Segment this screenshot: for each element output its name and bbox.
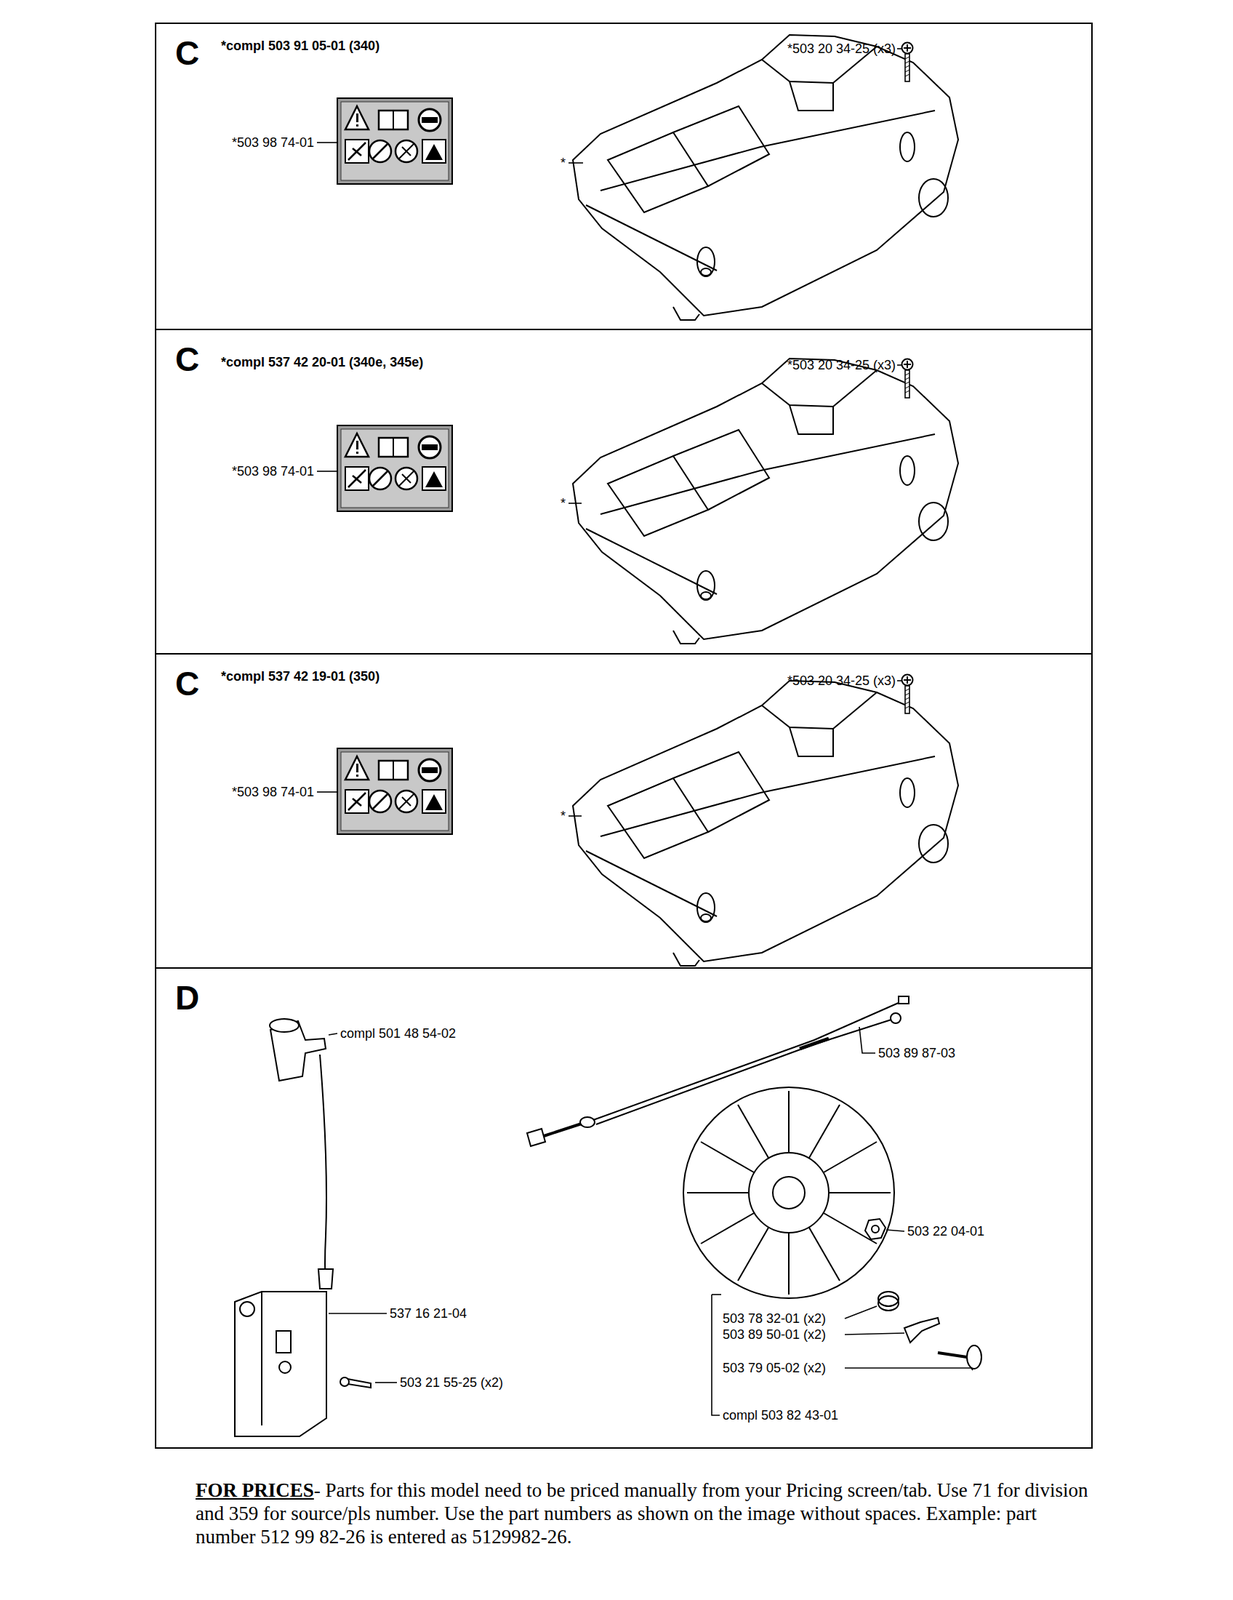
section-panel: C [154, 328, 1093, 655]
assembly-number: *compl 503 91 05-01 (340) [221, 37, 380, 54]
part-number: 503 22 04-01 [907, 1222, 985, 1239]
section-letter: C [175, 664, 200, 703]
part-number: 503 89 50-01 (x2) [722, 1326, 826, 1343]
part-number: 503 89 87-03 [878, 1044, 956, 1061]
callout-mark: * [560, 807, 566, 824]
callout-mark: * [560, 154, 566, 171]
part-number: *503 98 74-01 [231, 783, 315, 800]
part-number: *503 98 74-01 [231, 134, 315, 151]
part-number: 537 16 21-04 [389, 1304, 467, 1321]
assembly-number: *compl 537 42 19-01 (350) [221, 668, 380, 685]
assembly-number: *compl 537 42 20-01 (340e, 345e) [221, 354, 424, 371]
note-text: - Parts for this model need to be priced… [195, 1478, 1089, 1548]
assembly-number: compl 503 82 43-01 [722, 1406, 839, 1423]
section-letter: D [175, 978, 200, 1017]
part-number: compl 501 48 54-02 [340, 1025, 456, 1042]
part-number: *503 20 34-25 (x3) [787, 40, 896, 57]
section-letter: C [175, 340, 200, 379]
section-panel: D [154, 966, 1093, 1449]
pricing-note: FOR PRICES- Parts for this model need to… [195, 1478, 1090, 1549]
part-number: *503 20 34-25 (x3) [787, 672, 896, 689]
part-number: *503 20 34-25 (x3) [787, 356, 896, 373]
section-panel: C [154, 22, 1093, 331]
section-letter: C [175, 34, 200, 72]
callout-mark: * [560, 495, 566, 512]
part-number: 503 21 55-25 (x2) [399, 1374, 504, 1391]
part-number: 503 78 32-01 (x2) [722, 1310, 826, 1327]
section-panel: C [154, 652, 1093, 969]
note-heading: FOR PRICES [195, 1478, 315, 1501]
part-number: 503 79 05-02 (x2) [722, 1359, 826, 1376]
part-number: *503 98 74-01 [231, 463, 315, 480]
